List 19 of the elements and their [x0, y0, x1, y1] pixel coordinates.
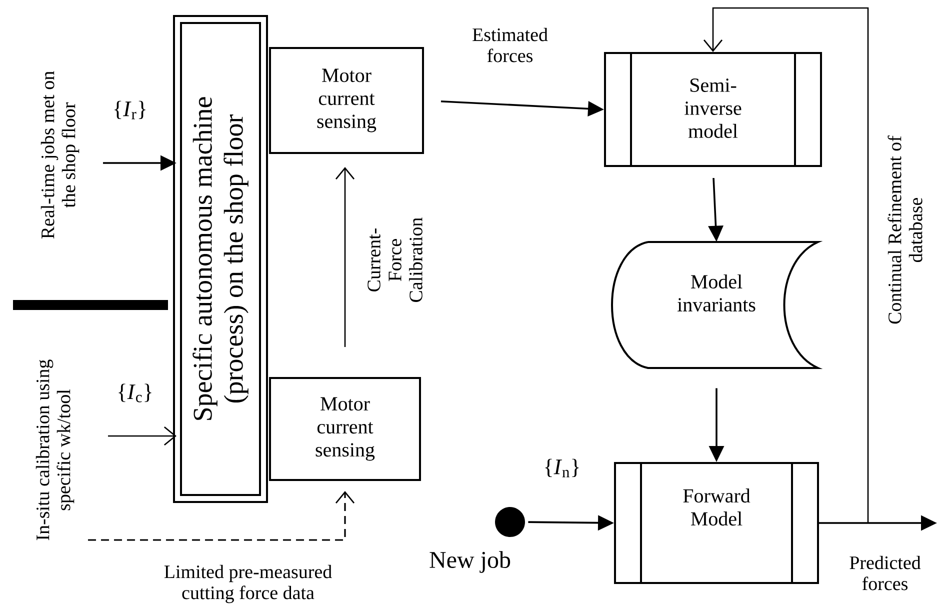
edge-label: Current- Force Calibration — [368, 218, 422, 302]
edge-label: Limited pre-measured cutting force data — [164, 564, 332, 604]
edge-label: Predicted forces — [850, 556, 921, 590]
arrow — [335, 167, 355, 347]
arrow — [88, 491, 355, 541]
process-box: Motor current sensing — [269, 377, 421, 481]
edge-label: {I$_{n}$} — [545, 458, 579, 478]
machine-box: Specific autonomous machine (process) on the shop floor — [173, 15, 268, 503]
process-box: Motor current sensing — [269, 47, 424, 154]
process-box: Forward Model — [614, 462, 819, 584]
edge-label: {I$_{r}$} — [114, 100, 146, 120]
edge-label: Continual Refinement of database — [888, 136, 922, 324]
side-label: Real-time jobs met on the shop floor — [40, 71, 80, 239]
side-label: In-situ calibration using specific wk/tool — [36, 360, 74, 540]
node-caption: New job — [430, 551, 510, 573]
edge-label: Estimated forces — [472, 28, 548, 62]
process-box: Semi-inverse model — [604, 52, 822, 167]
arrow — [108, 426, 176, 446]
edge-label: {I$_{c}$} — [118, 384, 152, 402]
